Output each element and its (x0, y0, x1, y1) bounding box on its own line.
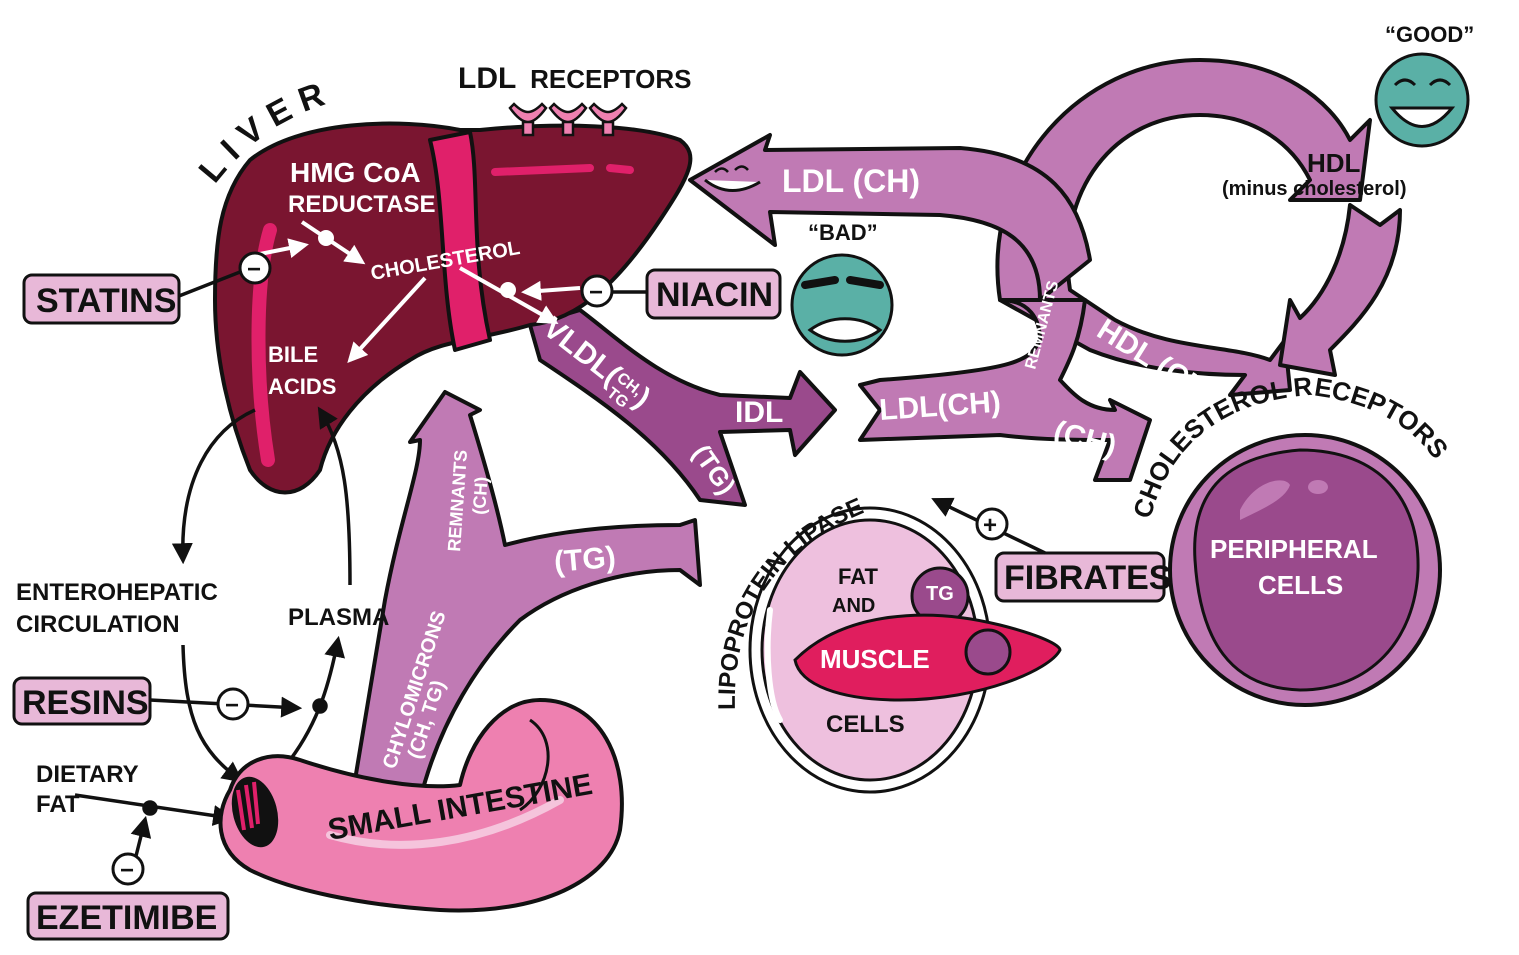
bile-label: BILE (268, 342, 318, 367)
resins-label: RESINS (22, 684, 149, 722)
ezetimibe-inhibit-icon: − (111, 852, 145, 886)
ezetimibe-label: EZETIMIBE (36, 899, 217, 937)
ldl-receptor-icons (508, 102, 628, 137)
svg-text:−: − (247, 256, 261, 283)
circulation-label: CIRCULATION (16, 611, 180, 638)
svg-text:+: + (983, 512, 997, 539)
niacin-box[interactable]: NIACIN (645, 268, 782, 320)
ezetimibe-box[interactable]: EZETIMIBE (26, 891, 230, 941)
peripheral-cells-label: CELLS (1258, 570, 1343, 600)
peripheral-cell (1168, 433, 1442, 707)
and-label: AND (832, 595, 875, 617)
reductase-label: REDUCTASE (288, 191, 436, 218)
statins-connector (178, 270, 241, 298)
good-label: “GOOD” (1385, 22, 1474, 47)
bad-face-icon (790, 253, 894, 357)
hmg-coa-label: HMG CoA (290, 157, 421, 188)
acids-label: ACIDS (268, 374, 336, 399)
statins-label: STATINS (36, 282, 176, 320)
chylomicron-arrow (353, 390, 702, 802)
bad-label: “BAD” (808, 220, 878, 245)
svg-text:−: − (225, 692, 239, 719)
enterohepatic-loop (74, 406, 352, 881)
svg-text:−: − (120, 857, 134, 884)
ldl-ch-top-label: LDL (CH) (782, 163, 920, 199)
fat-muscle-cell (748, 506, 1062, 794)
tg-label: TG (926, 583, 954, 605)
vldl-arrow (528, 308, 837, 507)
fibrates-activate-icon: + (975, 507, 1009, 541)
fibrates-box[interactable]: FIBRATES (994, 551, 1171, 603)
ldl-return-arrow (688, 133, 1092, 302)
idl-label: IDL (735, 396, 783, 429)
small-intestine (218, 698, 624, 913)
fat-label-cell: FAT (838, 564, 878, 589)
plasma-label: PLASMA (288, 604, 389, 631)
niacin-inhibit-icon: − (580, 274, 614, 308)
resins-inhibit-icon: − (216, 687, 250, 721)
statins-inhibit-icon: − (238, 251, 272, 285)
svg-text:−: − (589, 279, 603, 306)
chylo-tg-label: (TG) (553, 541, 617, 579)
fat-label: FAT (36, 791, 80, 818)
hdl-label: HDL (1307, 148, 1361, 178)
fibrates-label: FIBRATES (1004, 559, 1171, 597)
liver-pathway-arrows (254, 220, 581, 363)
peripheral-label: PERIPHERAL (1210, 534, 1378, 564)
cells-label: CELLS (826, 711, 905, 738)
dietary-label: DIETARY (36, 761, 139, 788)
statins-box[interactable]: STATINS (22, 273, 181, 325)
minus-cholesterol-label: (minus cholesterol) (1222, 178, 1406, 200)
good-face-icon (1374, 52, 1470, 148)
ldl-smile-face-icon (704, 165, 761, 192)
ldl-branch-arrow (858, 298, 1152, 482)
resins-box[interactable]: RESINS (12, 676, 152, 726)
enterohepatic-label: ENTEROHEPATIC (16, 579, 218, 606)
muscle-label: MUSCLE (820, 644, 930, 674)
ldl-receptors-label: LDL RECEPTORS (458, 62, 691, 95)
niacin-label: NIACIN (656, 276, 773, 314)
chylo-remnants-ch-label: (CH) (469, 476, 492, 515)
hdl-loop-arrow (995, 58, 1402, 397)
